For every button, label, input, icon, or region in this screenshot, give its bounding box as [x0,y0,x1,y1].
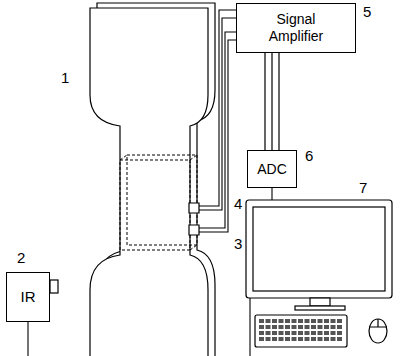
keyboard-keys [259,325,343,329]
adc-box: ADC [247,150,297,188]
box-label: Signal Amplifier [254,11,338,45]
keyboard-keys [259,319,343,323]
monitor-base [295,306,345,310]
sensor-wire [199,18,236,210]
callout-number: 5 [362,4,372,19]
monitor-frame [246,200,392,298]
keyboard-keys [259,331,343,335]
gauge-zone-depth [120,155,197,250]
sensor-wire [199,32,236,228]
adc-to-computer-wire [271,188,272,200]
amplifier-box: Signal Amplifier [236,3,356,53]
specimen-front-face [90,8,208,356]
sensor-lower [189,225,199,235]
callout-number: 4 [233,196,243,211]
box-label: IR [21,288,36,306]
gauge-zone-back [127,155,197,245]
signal-bus [265,53,279,150]
callout-number: 1 [60,70,70,85]
callout-number: 3 [233,236,243,251]
mouse [369,319,387,343]
sensor-upper [189,203,199,213]
keyboard [255,315,347,347]
camera-wire [27,322,28,356]
sensor-wire [199,40,236,232]
gauge-zone-front [120,160,190,250]
callout-number: 2 [16,250,26,265]
callout-number: 7 [358,180,368,195]
callout-number: 6 [304,148,314,163]
computer-wire [249,298,250,356]
monitor-neck [310,298,330,306]
box-label: ADC [257,161,287,178]
keyboard-keys [259,337,343,341]
camera-lens [50,280,58,293]
mouse-button-line [369,319,387,327]
monitor-screen [253,207,385,291]
sensor-wire [199,10,236,206]
camera-body: IR [6,272,50,322]
